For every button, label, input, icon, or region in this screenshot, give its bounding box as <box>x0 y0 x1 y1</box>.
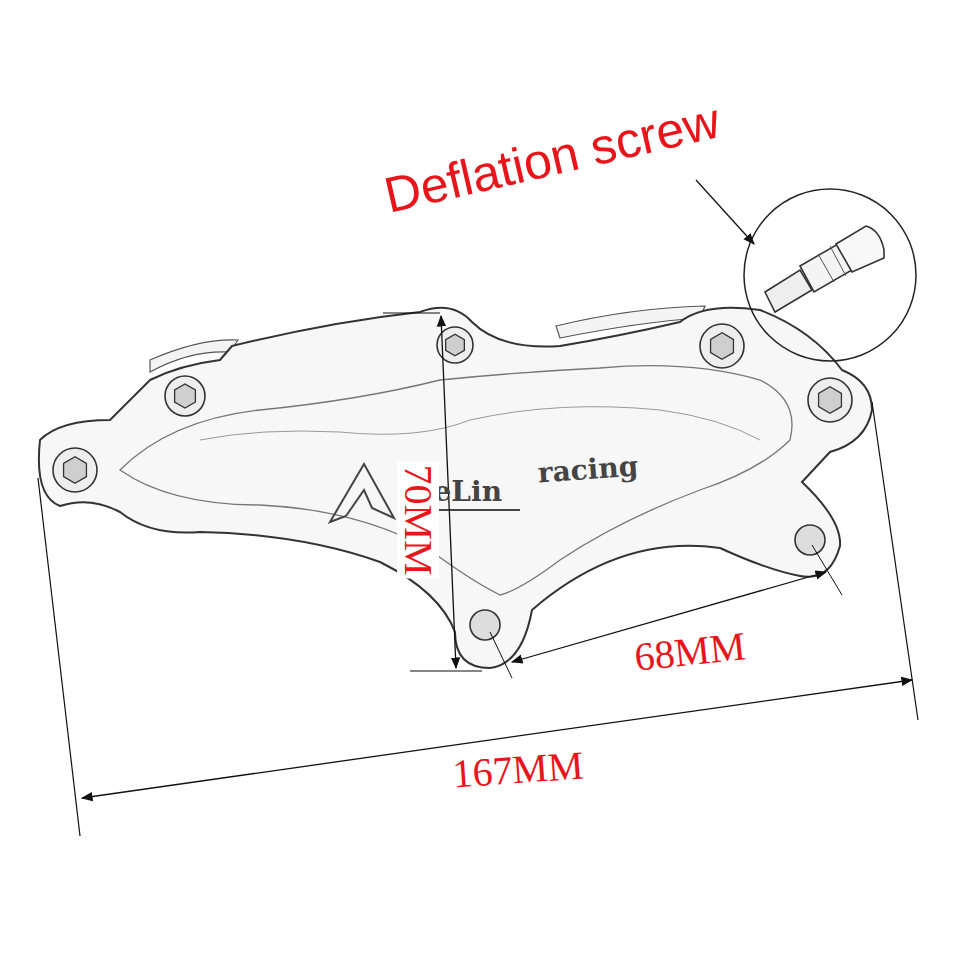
bolt-head <box>808 378 852 422</box>
caliper-body <box>39 308 872 668</box>
screw-thread <box>818 246 846 282</box>
extension-line <box>872 402 918 720</box>
bolt-hex <box>446 334 465 356</box>
bolt-head <box>165 376 205 416</box>
dimension-label: 70MM <box>397 461 439 578</box>
callout-label: Deflation screw <box>377 94 728 223</box>
mount-hole <box>795 525 825 555</box>
logo-mark <box>330 464 394 522</box>
extension-line <box>410 670 482 671</box>
bolt-hex <box>175 384 196 408</box>
extension-line <box>490 632 512 678</box>
caliper-recess <box>120 366 792 595</box>
dimension-label: 68MM <box>630 625 751 679</box>
detail-circle <box>744 189 916 361</box>
extension-line <box>812 545 842 595</box>
bolt-hex <box>819 387 842 413</box>
bolt-head <box>700 324 744 368</box>
caliper-contour <box>200 407 760 440</box>
dimension-label: 167MM <box>448 744 588 795</box>
bolt-head <box>53 448 97 492</box>
screw-cap <box>836 226 884 272</box>
leader-line <box>696 180 754 244</box>
extension-line <box>38 478 80 836</box>
dimension-line <box>82 680 912 798</box>
extension-line <box>383 312 440 313</box>
mount-hole <box>470 610 500 640</box>
logo-text: racing <box>534 451 642 488</box>
bolt-hex <box>64 457 87 483</box>
bolt-hex <box>711 333 734 359</box>
